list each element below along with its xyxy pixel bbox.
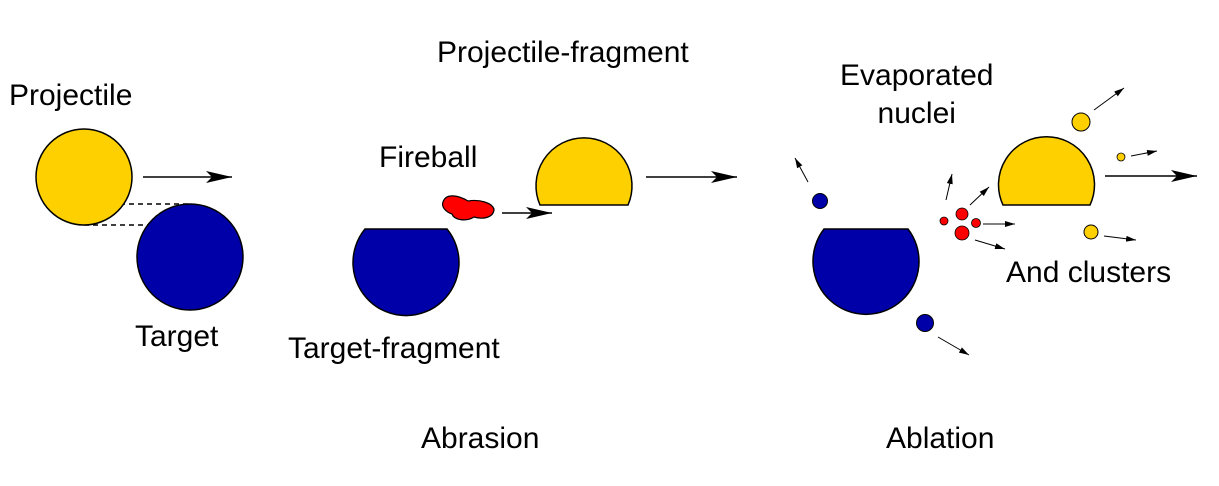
cluster-arrow-up (945, 173, 953, 201)
cluster-arrow-up-right (969, 186, 990, 206)
label-target-fragment: Target-fragment (288, 332, 500, 365)
cluster-arrow-down-right (974, 239, 1006, 250)
evaporated-projectile-nucleon-top-arrow (1093, 87, 1125, 111)
cluster-nucleon-4 (954, 225, 970, 241)
evaporated-projectile-nucleon-small (1116, 152, 1126, 162)
target-fragment (352, 228, 460, 317)
label-abrasion: Abrasion (421, 422, 540, 455)
evaporated-projectile-nucleon-top (1071, 112, 1091, 132)
target-nucleus (136, 203, 244, 311)
label-and-clusters: And clusters (1006, 256, 1172, 289)
projectile-fragment (535, 137, 633, 206)
label-projectile: Projectile (9, 79, 133, 112)
evaporated-target-nucleon-bottom-arrow (937, 336, 970, 356)
evaporated-target-nucleon-top (812, 193, 828, 209)
ablated-projectile-fragment (997, 135, 1096, 206)
label-fireball: Fireball (379, 141, 478, 174)
cluster-nucleon-2 (955, 207, 969, 221)
label-ablation: Ablation (886, 422, 995, 455)
label-projectile-fragment: Projectile-fragment (437, 36, 689, 69)
projectile-nucleus (35, 128, 133, 226)
evaporated-target-nucleon-top-arrow (794, 157, 809, 183)
ablated-target-fragment (812, 228, 920, 315)
cluster-nucleon-1 (939, 216, 949, 226)
label-evaporated-nuclei: Evaporated nuclei (840, 59, 994, 130)
fireball-blob (441, 195, 495, 221)
cluster-nucleon-3 (971, 218, 981, 228)
label-target: Target (135, 320, 219, 353)
evaporated-target-nucleon-bottom (916, 314, 934, 332)
evaporated-projectile-nucleon-bottom-arrow (1103, 235, 1137, 242)
evaporated-projectile-nucleon-small-arrow (1130, 149, 1158, 157)
evaporated-projectile-nucleon-bottom (1083, 224, 1099, 240)
